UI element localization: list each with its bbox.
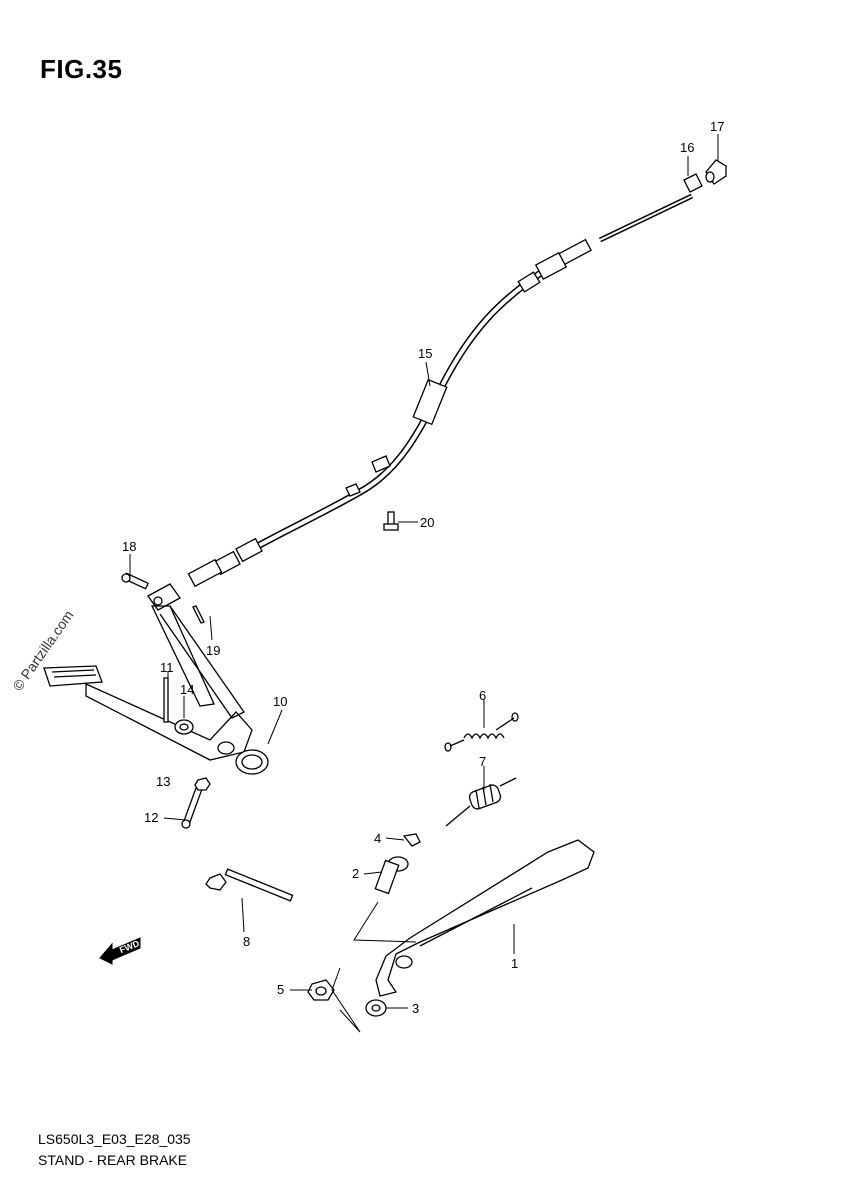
- callout-13: 13: [156, 774, 170, 789]
- clevis-pin: [121, 572, 150, 590]
- washer-3: [365, 999, 387, 1017]
- bolt-20: [383, 511, 399, 531]
- bolt-8: [205, 868, 294, 902]
- callout-5: 5: [277, 982, 284, 997]
- figure-title: FIG.35: [40, 54, 123, 84]
- callout-6: 6: [479, 688, 486, 703]
- callout-3: 3: [412, 1001, 419, 1016]
- guide-line-upper: [353, 901, 417, 943]
- callout-14: 14: [180, 682, 194, 697]
- spring-6: [444, 712, 519, 752]
- callout-1: 1: [511, 956, 518, 971]
- bolt-12: [181, 787, 203, 829]
- callout-7: 7: [479, 754, 486, 769]
- spring-7: [445, 777, 517, 827]
- clip-4: [402, 833, 421, 847]
- bolt-2: [374, 856, 409, 895]
- diagram-title: STAND - REAR BRAKE: [38, 1152, 188, 1168]
- guide-line-lower: [331, 967, 361, 1033]
- nut-5: [307, 979, 335, 1001]
- diagram-code: LS650L3_E03_E28_035: [38, 1131, 191, 1147]
- washer-14: [174, 719, 194, 735]
- cable-nut: [683, 173, 703, 193]
- callout-15: 15: [418, 346, 432, 361]
- forward-arrow-icon: FWD: [99, 937, 141, 965]
- nut-13: [194, 777, 211, 791]
- callout-12: 12: [144, 810, 158, 825]
- callout-11: 11: [160, 660, 174, 675]
- side-stand: [375, 839, 595, 997]
- callout-16: 16: [680, 140, 694, 155]
- callout-20: 20: [420, 515, 434, 530]
- leader-lines: [129, 134, 719, 1009]
- callout-8: 8: [243, 934, 250, 949]
- callout-2: 2: [352, 866, 359, 881]
- cotter-pin-11: [163, 677, 169, 723]
- callout-4: 4: [374, 831, 381, 846]
- callout-18: 18: [122, 539, 136, 554]
- brake-pedal: [43, 605, 269, 775]
- callout-19: 19: [206, 643, 220, 658]
- callout-10: 10: [273, 694, 287, 709]
- cotter-pin: [192, 605, 205, 624]
- cable-cap: [705, 159, 727, 185]
- callout-17: 17: [710, 119, 724, 134]
- brake-cable: [147, 193, 694, 611]
